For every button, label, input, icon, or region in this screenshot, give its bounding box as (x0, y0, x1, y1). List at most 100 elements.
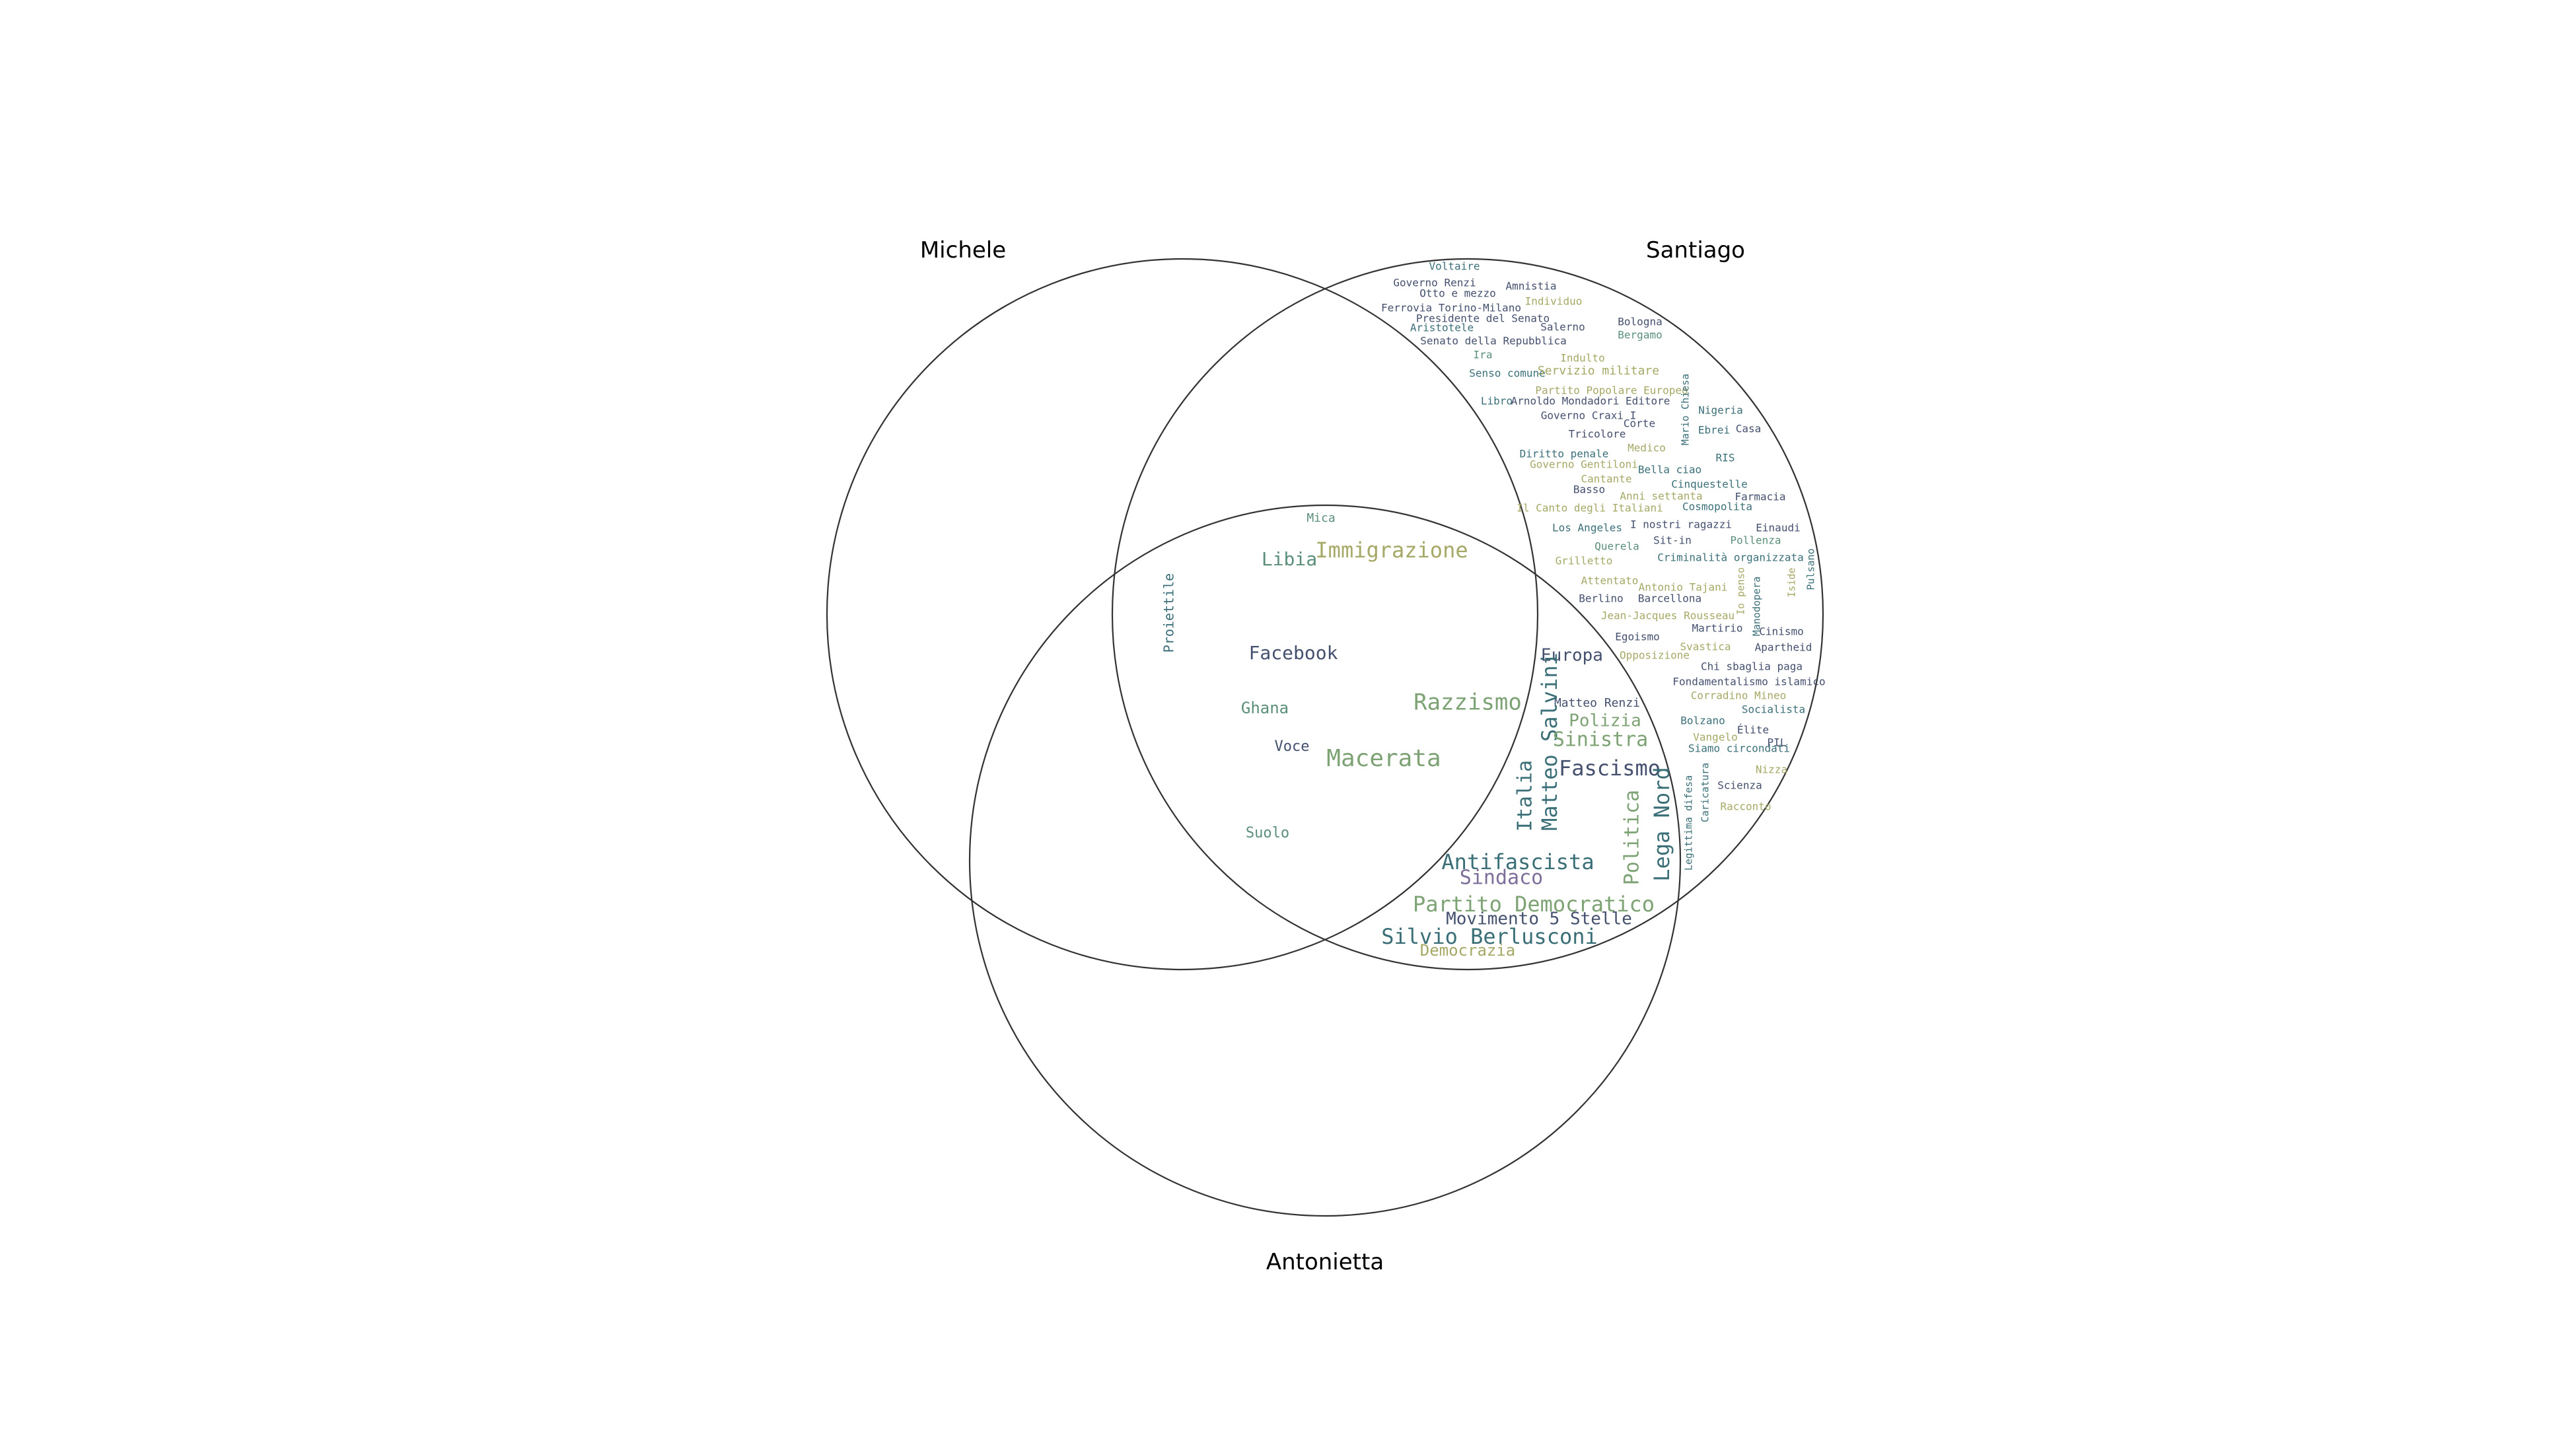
word-label: Voltaire (1429, 260, 1480, 273)
word-label: Fondamentalismo islamico (1672, 676, 1825, 688)
word-label: Sinistra (1553, 728, 1649, 752)
word-label: Los Angeles (1552, 522, 1622, 534)
word-label: Senso comune (1469, 367, 1546, 380)
word-label: Servizio militare (1538, 364, 1659, 378)
word-label: Sit-in (1653, 534, 1692, 547)
word-label: Chi sbaglia paga (1701, 660, 1803, 673)
word-label: Partito Democratico (1413, 892, 1655, 917)
word-label: Proiettile (1161, 573, 1177, 653)
word-label: Razzismo (1413, 690, 1522, 716)
word-label: Governo Craxi I (1541, 409, 1637, 422)
word-label: Ebrei (1698, 424, 1730, 437)
word-label: Europa (1541, 646, 1603, 666)
word-label: Svastica (1680, 641, 1731, 653)
word-label: Egoismo (1615, 631, 1659, 643)
word-label: Senato della Repubblica (1420, 335, 1567, 347)
word-label: Cosmopolita (1682, 501, 1752, 513)
word-label: Presidente del Senato (1416, 312, 1550, 325)
word-label: Anni settanta (1620, 490, 1702, 503)
word-label: Antonio Tajani (1639, 581, 1728, 594)
word-label: Élite (1737, 724, 1769, 736)
word-label: Nigeria (1698, 404, 1742, 417)
word-label: Bolzano (1680, 715, 1725, 727)
word-label: Casa (1736, 423, 1762, 435)
word-label: Suolo (1246, 825, 1289, 841)
word-label: Salerno (1540, 321, 1585, 334)
word-label: Antifascista (1441, 849, 1594, 874)
word-label: Partito Popolare Europeo (1535, 384, 1688, 397)
word-label: Macerata (1326, 745, 1441, 772)
word-label: Iside (1786, 567, 1798, 597)
word-label: Governo Gentiloni (1530, 458, 1638, 471)
word-label: Arnoldo Mondadori Editore (1511, 395, 1670, 408)
word-label: Libia (1262, 548, 1317, 570)
word-label: Medico (1628, 442, 1666, 454)
set-circle-michele (826, 258, 1539, 971)
word-label: I nostri ragazzi (1630, 518, 1732, 531)
word-label: Tricolore (1569, 428, 1626, 441)
word-label: Cinquestelle (1671, 478, 1748, 491)
word-label: Cinismo (1759, 625, 1803, 638)
word-label: Individuo (1525, 295, 1583, 308)
word-label: Jean-Jacques Rousseau (1601, 610, 1735, 622)
word-label: Ferrovia Torino-Milano (1381, 302, 1521, 314)
word-label: Movimento 5 Stelle (1446, 909, 1632, 929)
word-label: Criminalità organizzata (1657, 551, 1804, 564)
word-label: Politica (1621, 790, 1644, 886)
word-label: Corradino Mineo (1691, 690, 1787, 702)
word-label: Bologna (1618, 316, 1662, 328)
word-label: Il Canto degli Italiani (1517, 502, 1663, 514)
word-label: Lega Nord (1649, 767, 1674, 881)
word-label: Amnistia (1505, 280, 1556, 293)
word-label: Racconto (1720, 800, 1771, 813)
word-label: Io penso (1735, 567, 1747, 615)
word-label: Matteo Salvini (1537, 653, 1562, 831)
word-label: Democrazia (1420, 941, 1516, 960)
set-label-antonietta: Antonietta (1266, 1249, 1384, 1275)
word-label: Silvio Berlusconi (1381, 924, 1598, 949)
word-label: Siamo circondati (1688, 742, 1790, 755)
word-label: Pulsano (1805, 548, 1817, 590)
word-label: Attentato (1581, 575, 1639, 587)
word-label: Martirio (1692, 622, 1742, 635)
word-label: Legittima difesa (1683, 775, 1695, 871)
word-label: Italia (1514, 760, 1537, 832)
set-circle-antonietta (968, 504, 1682, 1217)
word-label: Indulto (1560, 352, 1604, 365)
word-label: PIL (1768, 736, 1787, 749)
word-label: Polizia (1569, 711, 1641, 731)
word-label: Immigrazione (1315, 538, 1468, 563)
word-label: RIS (1716, 452, 1735, 464)
word-label: Mario Chiesa (1680, 374, 1692, 445)
word-label: Querela (1594, 540, 1639, 553)
word-label: Matteo Renzi (1554, 696, 1640, 710)
word-label: Einaudi (1756, 522, 1800, 534)
word-label: Caricatura (1699, 763, 1711, 822)
word-label: Bergamo (1618, 329, 1662, 341)
set-label-michele: Michele (920, 237, 1006, 264)
word-label: Bella ciao (1638, 464, 1701, 476)
word-label: Aristotele (1410, 322, 1474, 334)
word-label: Socialista (1742, 703, 1805, 716)
word-label: Facebook (1249, 642, 1338, 664)
word-label: Berlino (1579, 592, 1623, 605)
word-label: Otto e mezzo (1419, 287, 1496, 300)
set-label-santiago: Santiago (1646, 237, 1745, 264)
word-label: Barcellona (1638, 592, 1701, 605)
word-label: Diritto penale (1520, 448, 1609, 460)
word-label: Voce (1275, 738, 1310, 755)
word-label: Scienza (1717, 779, 1762, 792)
word-label: Corte (1624, 417, 1655, 430)
word-label: Libro (1481, 395, 1513, 408)
set-circle-santiago (1111, 258, 1824, 971)
word-label: Pollenza (1730, 534, 1781, 547)
word-label: Sindaco (1460, 867, 1543, 890)
word-label: Opposizione (1620, 649, 1690, 662)
word-label: Farmacia (1735, 491, 1785, 503)
word-label: Mica (1306, 511, 1335, 525)
word-label: Grilletto (1556, 555, 1613, 567)
word-label: Vangelo (1693, 731, 1737, 744)
word-label: Apartheid (1755, 641, 1812, 654)
word-label: Fascismo (1559, 756, 1661, 781)
